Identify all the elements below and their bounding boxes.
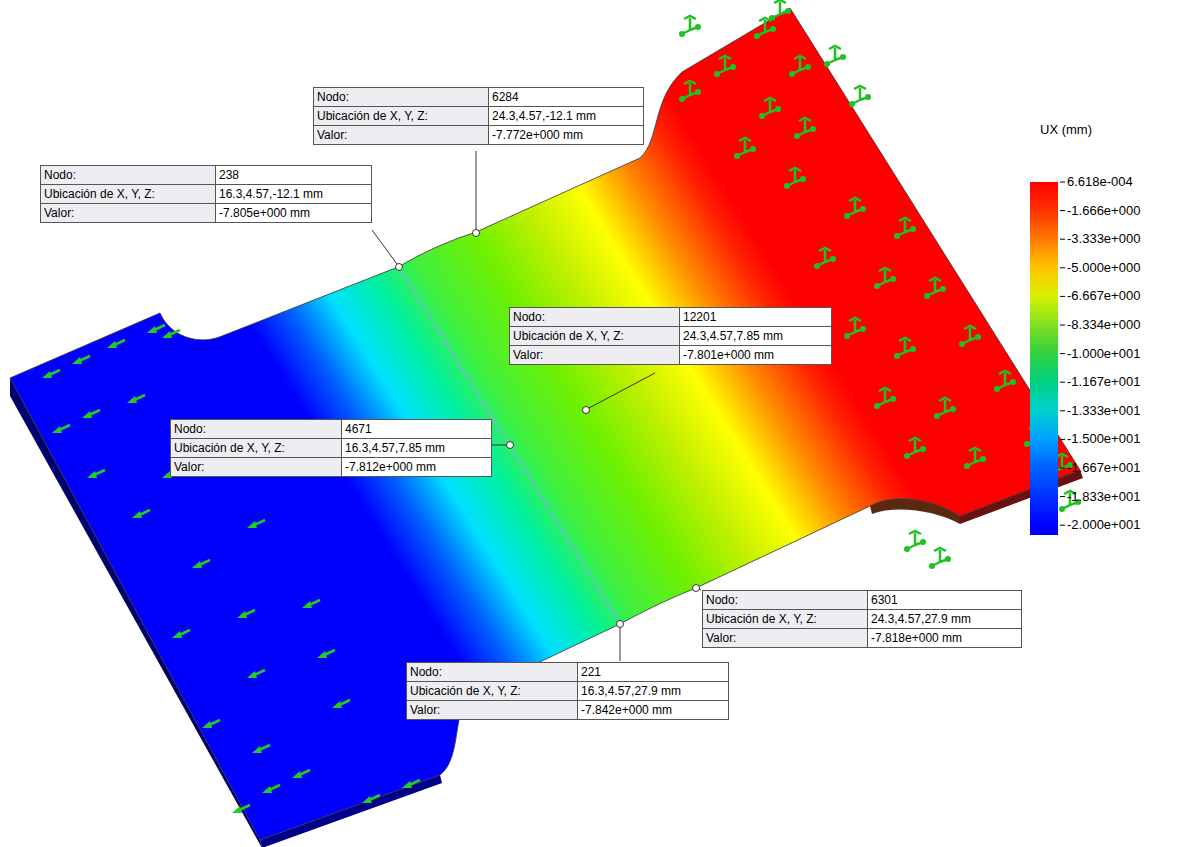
- callout-cell: Ubicación de X, Y, Z:: [510, 327, 680, 346]
- colorbar-value: -1.500e+001: [1067, 431, 1140, 446]
- colorbar-swatch: [1030, 354, 1058, 383]
- colorbar-label: -8.334e+000: [1067, 317, 1140, 333]
- callout-table: Nodo:4671Ubicación de X, Y, Z:16.3,4.57,…: [170, 419, 492, 477]
- colorbar-value: -3.333e+000: [1067, 231, 1140, 246]
- callout-cell: Ubicación de X, Y, Z:: [407, 682, 578, 701]
- callout-cell: -7.801e+000 mm: [680, 346, 831, 364]
- callout-cell: -7.842e+000 mm: [578, 701, 728, 719]
- colorbar-label: -1.333e+001: [1067, 403, 1140, 419]
- colorbar-swatch: [1030, 497, 1058, 526]
- colorbar-value: -1.167e+001: [1067, 374, 1140, 389]
- callout-cell: Ubicación de X, Y, Z:: [171, 439, 342, 458]
- callout-cell: Valor:: [171, 458, 342, 476]
- colorbar-swatch: [1030, 525, 1058, 535]
- colorbar-label: -1.833e+001: [1067, 489, 1140, 505]
- callout-cell: Valor:: [510, 346, 680, 364]
- colorbar-label: -1.667e+001: [1067, 460, 1140, 476]
- colorbar-swatch: [1030, 382, 1058, 411]
- callout-cell: -7.818e+000 mm: [868, 629, 1021, 647]
- callout-cell: Nodo:: [703, 591, 868, 610]
- callout-cell: 16.3,4.57,7.85 mm: [342, 439, 491, 458]
- colorbar-swatch: [1030, 268, 1058, 297]
- callout-table: Nodo:238Ubicación de X, Y, Z:16.3,4.57,-…: [40, 165, 372, 223]
- callout-cell: 16.3,4.57,27.9 mm: [578, 682, 728, 701]
- colorbar-swatch: [1030, 439, 1058, 468]
- plate-top-face: [10, 8, 1080, 840]
- callout-cell: Valor:: [703, 629, 868, 647]
- callout-cell: -7.772e+000 mm: [489, 126, 643, 144]
- callout-cell: Nodo:: [510, 308, 680, 327]
- callout-cell: 24.3,4.57,-12.1 mm: [489, 107, 643, 126]
- callout-cell: Valor:: [314, 126, 489, 144]
- colorbar-swatch: [1030, 325, 1058, 354]
- colorbar-value: 6.618e-004: [1067, 174, 1133, 189]
- callout-cell: 238: [216, 166, 371, 185]
- callout-cell: 12201: [680, 308, 831, 327]
- callout-cell: Valor:: [407, 701, 578, 719]
- colorbar-label: -2.000e+001: [1067, 517, 1140, 533]
- colorbar-value: -1.833e+001: [1067, 489, 1140, 504]
- colorbar-swatch: [1030, 239, 1058, 268]
- callout-cell: 24.3,4.57,27.9 mm: [868, 610, 1021, 629]
- colorbar-swatch: [1030, 296, 1058, 325]
- callout-cell: 24.3,4.57,7.85 mm: [680, 327, 831, 346]
- callout-cell: Nodo:: [314, 88, 489, 107]
- colorbar-value: -5.000e+000: [1067, 260, 1140, 275]
- callout-cell: Nodo:: [171, 420, 342, 439]
- callout-cell: Nodo:: [41, 166, 216, 185]
- callout-cell: -7.805e+000 mm: [216, 204, 371, 222]
- colorbar-label: -6.667e+000: [1067, 288, 1140, 304]
- callout-table: Nodo:6284Ubicación de X, Y, Z:24.3,4.57,…: [313, 87, 644, 145]
- colorbar-label: -3.333e+000: [1067, 231, 1140, 247]
- colorbar-value: -8.334e+000: [1067, 317, 1140, 332]
- callout-table: Nodo:12201Ubicación de X, Y, Z:24.3,4.57…: [509, 307, 832, 365]
- callout-cell: 16.3,4.57,-12.1 mm: [216, 185, 371, 204]
- leader-lines: [372, 151, 701, 661]
- callout-cell: Ubicación de X, Y, Z:: [703, 610, 868, 629]
- colorbar-label: -1.000e+001: [1067, 346, 1140, 362]
- fixture-symbols: [680, 0, 1080, 568]
- colorbar-label: -5.000e+000: [1067, 260, 1140, 276]
- colorbar-value: -1.666e+000: [1067, 203, 1140, 218]
- callout-cell: 4671: [342, 420, 491, 439]
- colorbar-value: -2.000e+001: [1067, 517, 1140, 532]
- colorbar-label: 6.618e-004: [1067, 174, 1133, 190]
- callout-table: Nodo:6301Ubicación de X, Y, Z:24.3,4.57,…: [702, 590, 1022, 648]
- callout-cell: -7.812e+000 mm: [342, 458, 491, 476]
- colorbar-value: -1.667e+001: [1067, 460, 1140, 475]
- colorbar-value: -1.333e+001: [1067, 403, 1140, 418]
- load-arrows: [42, 325, 420, 813]
- colorbar-label: -1.500e+001: [1067, 431, 1140, 447]
- colorbar-title: UX (mm): [1040, 122, 1092, 137]
- callout-cell: Ubicación de X, Y, Z:: [314, 107, 489, 126]
- callout-cell: Nodo:: [407, 663, 578, 682]
- colorbar-swatch: [1030, 182, 1058, 211]
- colorbar-swatch: [1030, 211, 1058, 240]
- colorbar-value: -6.667e+000: [1067, 288, 1140, 303]
- callout-cell: Ubicación de X, Y, Z:: [41, 185, 216, 204]
- colorbar-swatch: [1030, 411, 1058, 440]
- callout-cell: Valor:: [41, 204, 216, 222]
- colorbar-label: -1.167e+001: [1067, 374, 1140, 390]
- callout-cell: 221: [578, 663, 728, 682]
- callout-table: Nodo:221Ubicación de X, Y, Z:16.3,4.57,2…: [406, 662, 729, 720]
- colorbar-value: -1.000e+001: [1067, 346, 1140, 361]
- colorbar-swatch: [1030, 468, 1058, 497]
- callout-cell: 6284: [489, 88, 643, 107]
- callout-cell: 6301: [868, 591, 1021, 610]
- colorbar-label: -1.666e+000: [1067, 203, 1140, 219]
- colorbar-ticks: [1060, 182, 1065, 525]
